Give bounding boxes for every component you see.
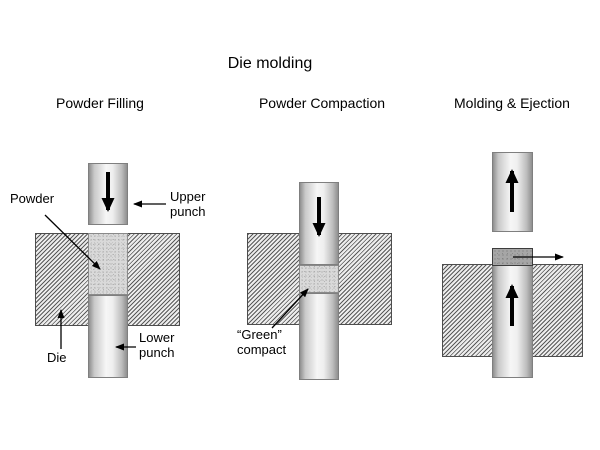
lower-punch-panel3 bbox=[492, 265, 533, 378]
stage-label-molding-ejection: Molding & Ejection bbox=[454, 95, 570, 111]
green-compact-label: “Green” compact bbox=[237, 327, 287, 357]
diagram-title: Die molding bbox=[227, 55, 313, 72]
upper-punch-panel2 bbox=[299, 182, 339, 265]
lower-punch-label: Lower punch bbox=[139, 330, 175, 360]
upper-punch-label: Upper punch bbox=[170, 189, 206, 219]
stage-label-powder-compaction: Powder Compaction bbox=[258, 95, 386, 111]
die-label: Die bbox=[47, 350, 67, 365]
stage-label-powder-filling: Powder Filling bbox=[56, 95, 144, 111]
lower-punch-panel2 bbox=[299, 293, 339, 380]
upper-punch-panel1 bbox=[88, 163, 128, 225]
ejected-compact-panel3 bbox=[492, 248, 533, 266]
powder-fill-panel1 bbox=[88, 233, 128, 295]
green-compact-panel2 bbox=[299, 265, 339, 293]
upper-punch-panel3 bbox=[492, 152, 533, 232]
lower-punch-panel1 bbox=[88, 295, 128, 378]
powder-label: Powder bbox=[10, 191, 55, 206]
